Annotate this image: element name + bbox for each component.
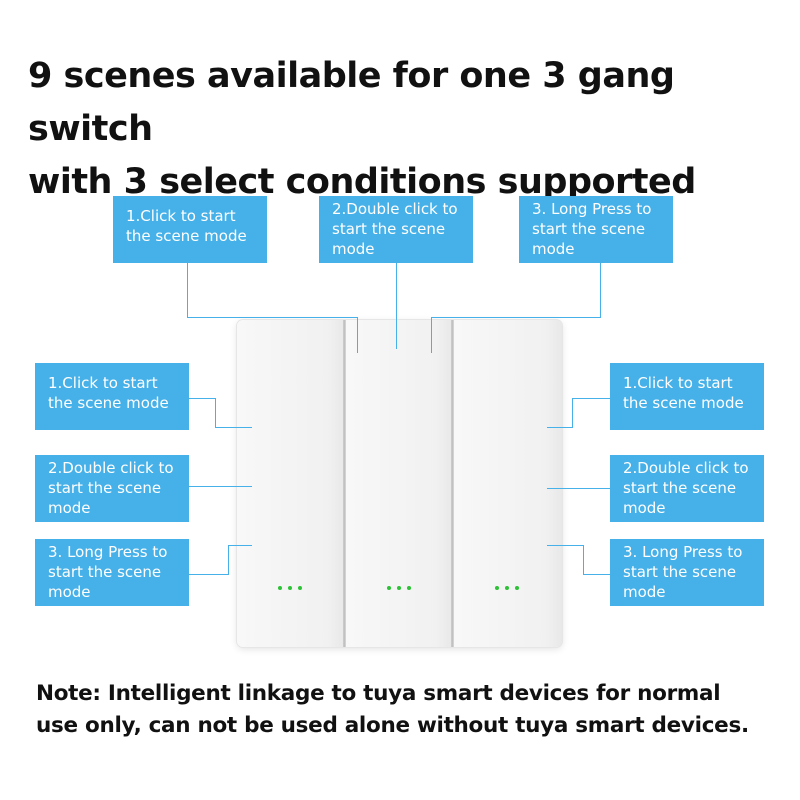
label-top-right: 3. Long Press to start the scene mode — [519, 196, 673, 263]
connector-top-left-v2 — [357, 317, 358, 353]
switch-gang-right[interactable] — [454, 320, 562, 647]
connector-left-1-h2 — [215, 427, 252, 428]
connector-top-left-v1 — [187, 263, 188, 317]
indicator-led-right — [495, 585, 519, 591]
connector-right-2 — [547, 488, 610, 489]
connector-top-right-v1 — [600, 263, 601, 317]
label-top-left: 1.Click to start the scene mode — [113, 196, 267, 263]
label-right-3: 3. Long Press to start the scene mode — [610, 539, 764, 606]
gang-divider-1 — [343, 320, 346, 647]
note: Note: Intelligent linkage to tuya smart … — [36, 678, 786, 742]
connector-right-3-v — [583, 545, 584, 575]
connector-right-3-h1 — [547, 545, 584, 546]
switch-plate — [237, 320, 562, 647]
headline-line-1: 9 scenes available for one 3 gang switch — [28, 56, 675, 149]
connector-right-3-h2 — [583, 574, 610, 575]
label-right-2: 2.Double click to start the scene mode — [610, 455, 764, 522]
note-line-1: Note: Intelligent linkage to tuya smart … — [36, 681, 721, 706]
headline-line-2: with 3 select conditions supported — [28, 162, 696, 202]
label-left-1: 1.Click to start the scene mode — [35, 363, 189, 430]
note-line-2: use only, can not be used alone without … — [36, 713, 749, 738]
connector-top-left-h — [187, 317, 358, 318]
connector-left-2 — [189, 486, 252, 487]
label-left-2: 2.Double click to start the scene mode — [35, 455, 189, 522]
connector-top-right-h — [431, 317, 601, 318]
headline: 9 scenes available for one 3 gang switch… — [28, 50, 788, 209]
label-top-center: 2.Double click to start the scene mode — [319, 196, 473, 263]
connector-left-1-h1 — [189, 398, 216, 399]
label-right-1: 1.Click to start the scene mode — [610, 363, 764, 430]
label-left-3: 3. Long Press to start the scene mode — [35, 539, 189, 606]
switch-gang-center[interactable] — [346, 320, 452, 647]
gang-divider-2 — [451, 320, 454, 647]
connector-left-1-v — [215, 398, 216, 428]
connector-top-right-v2 — [431, 317, 432, 353]
switch-gang-left[interactable] — [237, 320, 344, 647]
connector-top-center — [396, 263, 397, 349]
connector-left-3-h2 — [228, 545, 252, 546]
connector-left-3-v — [228, 545, 229, 575]
connector-left-3-h1 — [189, 574, 229, 575]
indicator-led-left — [278, 585, 302, 591]
indicator-led-center — [387, 585, 411, 591]
connector-right-1-v — [572, 398, 573, 428]
connector-right-1-h1 — [572, 398, 610, 399]
connector-right-1-h2 — [547, 427, 573, 428]
